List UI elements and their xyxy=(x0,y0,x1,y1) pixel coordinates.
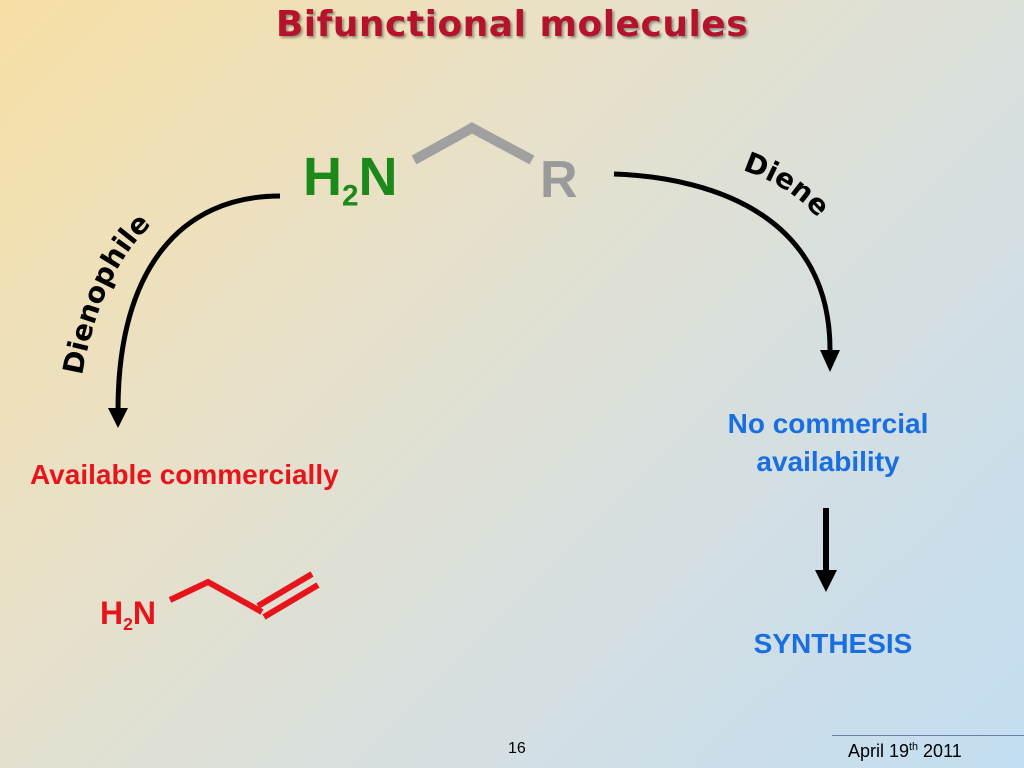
top-amine-group: H2N xyxy=(303,146,398,213)
right-curved-arrow xyxy=(613,171,833,351)
top-molecule-bonds xyxy=(411,122,535,165)
bottom-amine-h: H xyxy=(100,595,124,631)
right-arrowhead xyxy=(820,350,840,372)
down-arrowhead xyxy=(815,570,837,592)
bottom-amine-n: N xyxy=(132,595,157,631)
allylamine-double-bond-1 xyxy=(256,571,314,609)
date-year: 2011 xyxy=(918,741,962,761)
slide-title: Bifunctional molecules xyxy=(275,4,749,45)
bottom-amine-subscript: 2 xyxy=(123,614,133,635)
left-arrowhead xyxy=(108,408,128,428)
footer-divider xyxy=(832,735,1024,736)
synthesis-text: SYNTHESIS xyxy=(753,628,913,659)
top-amine-h: H xyxy=(303,147,342,207)
top-amine-subscript: 2 xyxy=(342,179,359,213)
date-suffix: th xyxy=(909,741,919,753)
r-group-label: R xyxy=(540,151,578,209)
dienophile-label: Dienophile xyxy=(56,207,156,378)
allylamine-amine-group: H2N xyxy=(100,595,156,635)
no-commercial-line2: availability xyxy=(756,446,900,477)
no-commercial-line1: No commercial xyxy=(727,408,929,439)
date-main: April 19 xyxy=(848,741,910,761)
no-commercial-availability-text: No commercial availability xyxy=(690,405,966,481)
left-curved-arrow xyxy=(115,193,281,411)
top-amine-n: N xyxy=(358,147,398,207)
allylamine-bonds xyxy=(168,578,264,615)
page-number: 16 xyxy=(508,740,526,757)
available-commercially-text: Available commercially xyxy=(30,459,339,490)
footer-date: April 19th 2011 xyxy=(848,741,962,762)
allylamine-double-bond-2 xyxy=(262,582,320,620)
